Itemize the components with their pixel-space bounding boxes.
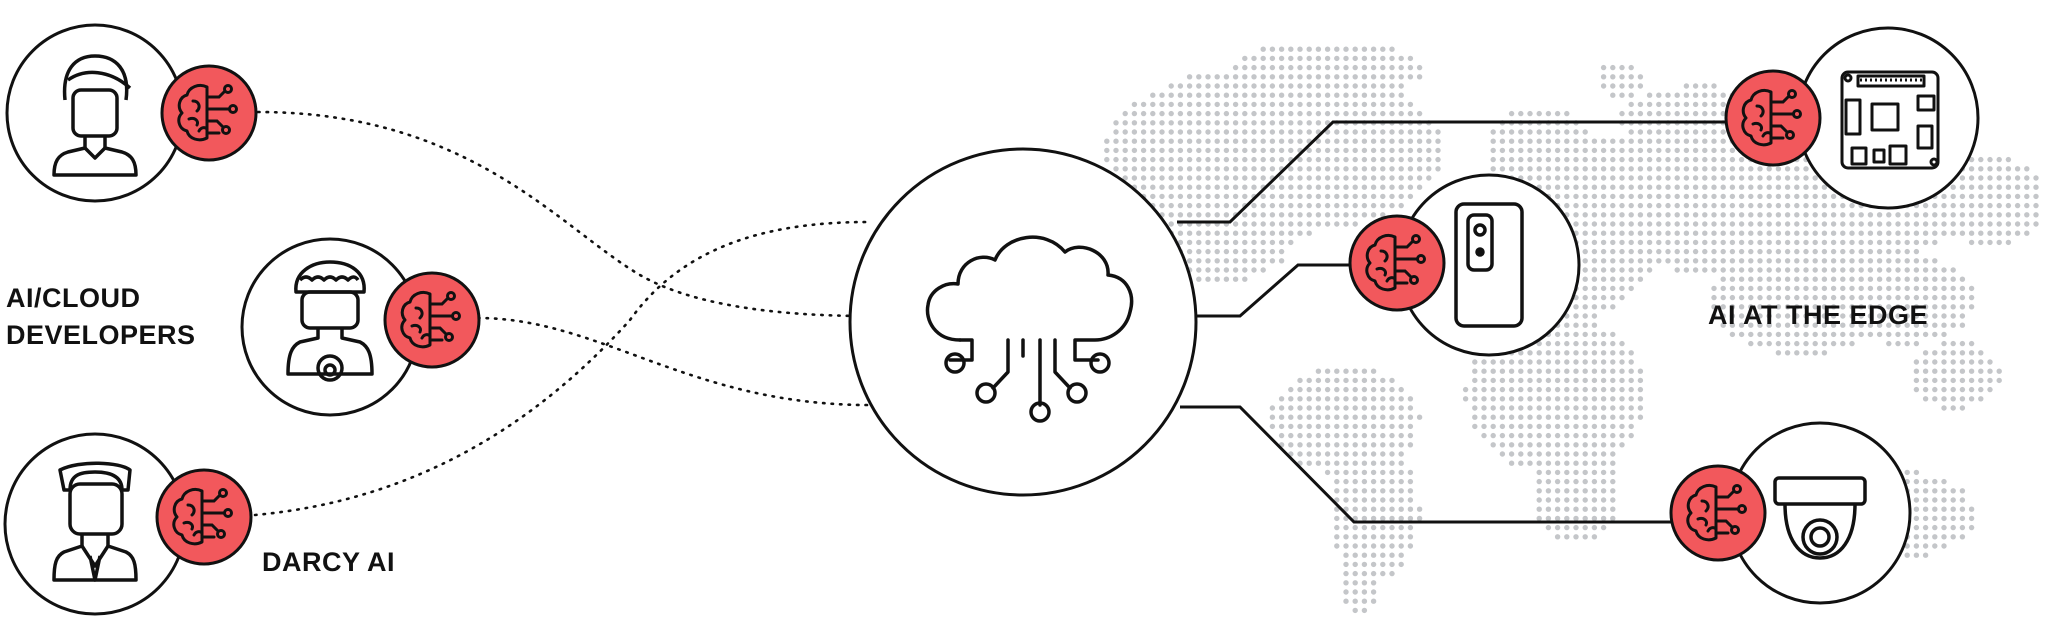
- cloud-network-icon: [925, 235, 1134, 423]
- dotted-link-developer-1: [256, 110, 870, 318]
- ai-cloud-developers-label-line1: AI/CLOUD: [6, 283, 141, 313]
- curly-hair-developer-icon: [286, 260, 374, 382]
- dotted-link-darcy: [253, 220, 870, 517]
- ai-at-the-edge-label: AI AT THE EDGE: [1708, 300, 1929, 330]
- brain-badge-darcy: [155, 468, 253, 566]
- brain-badge-board: [1724, 69, 1822, 167]
- dome-security-camera-icon: [1773, 476, 1867, 560]
- brain-badge-developer-2: [383, 271, 481, 369]
- brain-badge-phone: [1348, 214, 1446, 312]
- developer-node-1: [5, 23, 185, 203]
- circuit-board-icon: [1840, 70, 1940, 170]
- link-board: [1177, 120, 1732, 224]
- darcy-node: [3, 432, 187, 616]
- board-node: [1796, 26, 1980, 210]
- ai-cloud-developers-label: AI/CLOUD DEVELOPERS: [6, 280, 196, 354]
- dotted-connections: [253, 110, 870, 517]
- smartphone-icon: [1454, 202, 1524, 328]
- brain-badge-camera: [1669, 464, 1767, 562]
- link-camera: [1180, 405, 1672, 524]
- dotted-link-developer-2: [476, 316, 870, 407]
- solid-connections: [1177, 120, 1732, 524]
- ai-cloud-developers-label-line2: DEVELOPERS: [6, 320, 196, 350]
- brain-badge-developer-1: [160, 64, 258, 162]
- female-developer-icon: [52, 54, 138, 177]
- man-in-suit-icon: [52, 461, 138, 582]
- link-phone: [1195, 263, 1352, 318]
- cloud-hub: [848, 147, 1198, 497]
- darcy-ai-label: DARCY AI: [262, 547, 396, 577]
